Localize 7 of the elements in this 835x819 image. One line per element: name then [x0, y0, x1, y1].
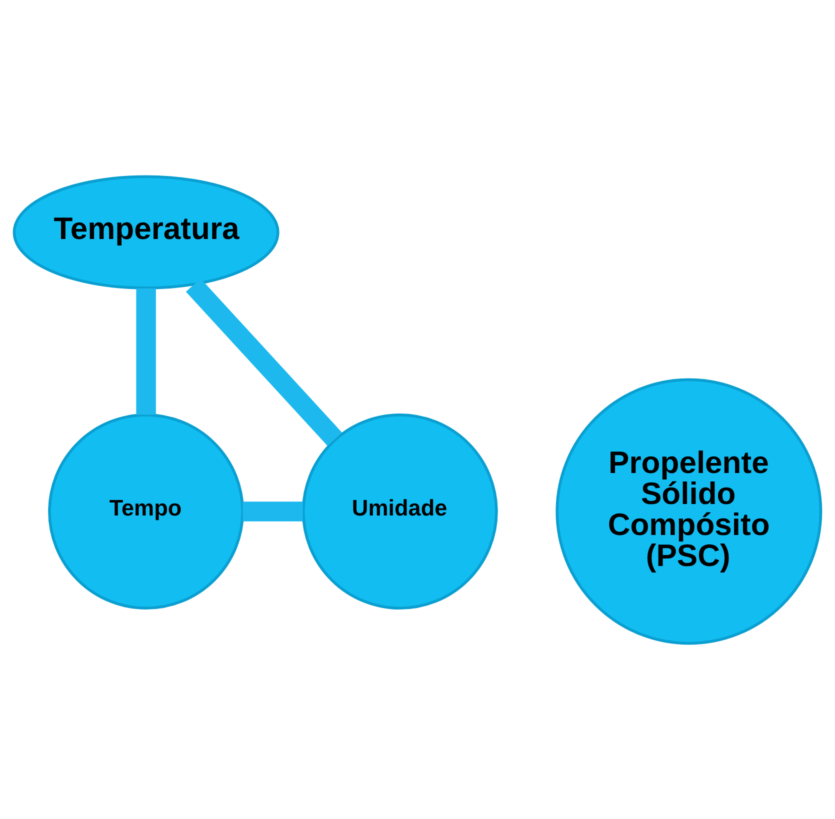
node-circle: Tempo: [48, 413, 244, 610]
node-circle: Propelente Sólido Compósito (PSC): [556, 378, 822, 644]
node-circle: Umidade: [302, 413, 498, 610]
connector: [186, 278, 342, 446]
node-ellipse: Temperatura: [12, 174, 280, 289]
connector: [242, 501, 303, 521]
connector: [136, 288, 156, 414]
